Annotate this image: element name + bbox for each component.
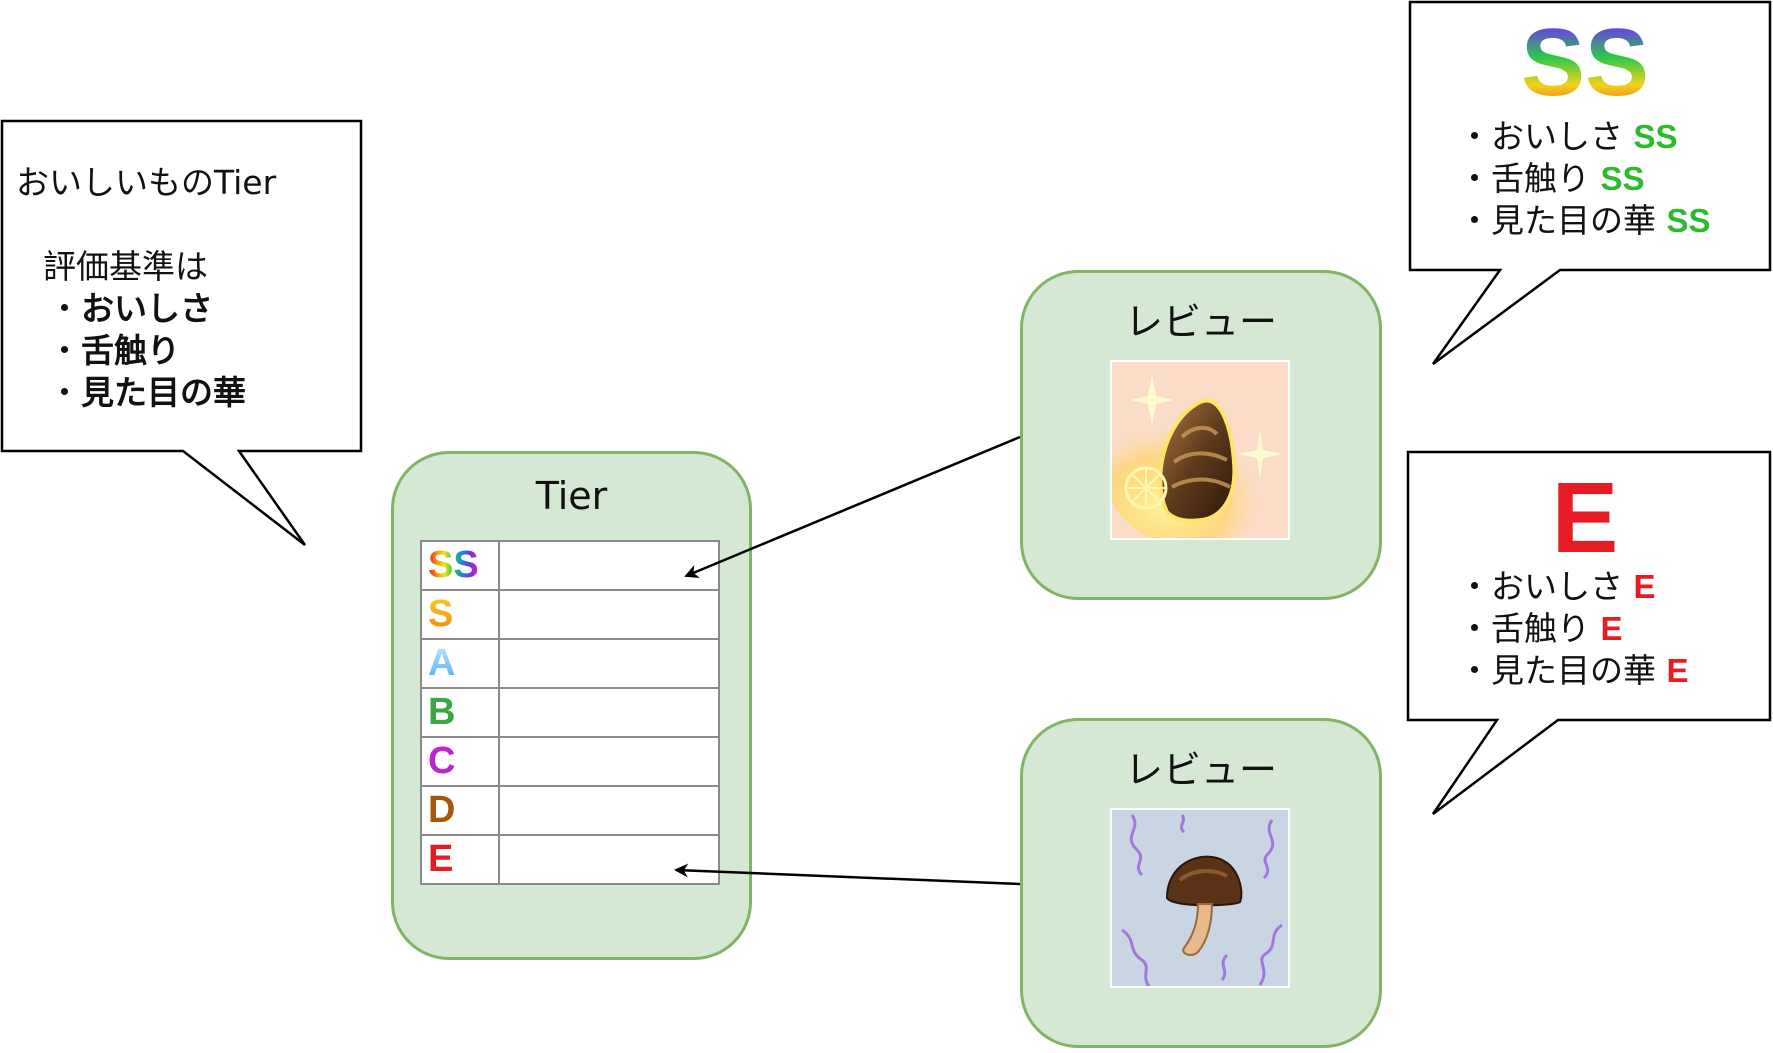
tier-slot-b[interactable] xyxy=(498,687,720,738)
tier-slot-ss[interactable] xyxy=(498,540,720,591)
tier-table: SS S A B C D E xyxy=(420,540,720,885)
criteria-item: ・見た目の華 xyxy=(48,373,246,412)
criteria-intro: 評価基準は xyxy=(43,247,208,286)
e-grade-heading: E xyxy=(1551,462,1619,574)
tier-label-e: E xyxy=(420,834,500,885)
tier-label-c: C xyxy=(420,736,500,787)
ss-criteria-item: ・見た目の華 SS xyxy=(1458,201,1711,240)
e-bubble-criteria: ・おいしさ E ・舌触り E ・見た目の華 E xyxy=(1458,566,1689,692)
criteria-item: ・舌触り xyxy=(48,331,180,370)
tier-label-ss: SS xyxy=(420,540,500,591)
tier-row-ss: SS xyxy=(420,540,720,591)
e-criteria-item: ・おいしさ E xyxy=(1458,567,1656,606)
tier-slot-c[interactable] xyxy=(498,736,720,787)
tier-label-a: A xyxy=(420,638,500,689)
tier-label-b: B xyxy=(420,687,500,738)
ss-criteria-item: ・おいしさ SS xyxy=(1458,117,1678,156)
tier-label-s: S xyxy=(420,589,500,640)
tier-title: Tier xyxy=(535,474,608,518)
review-title: レビュー xyxy=(1124,748,1277,792)
tier-row-b: B xyxy=(420,687,720,738)
e-criteria-item: ・見た目の華 E xyxy=(1458,651,1689,690)
tier-slot-s[interactable] xyxy=(498,589,720,640)
tier-slot-d[interactable] xyxy=(498,785,720,836)
tier-slot-e[interactable] xyxy=(498,834,720,885)
criteria-title: おいしいものTier xyxy=(16,163,277,202)
dark-mushroom-icon[interactable] xyxy=(1110,808,1290,988)
e-criteria-item: ・舌触り E xyxy=(1458,609,1623,648)
criteria-item: ・おいしさ xyxy=(48,289,213,328)
tier-row-e: E xyxy=(420,834,720,885)
tier-row-d: D xyxy=(420,785,720,836)
tier-slot-a[interactable] xyxy=(498,638,720,689)
ss-bubble-criteria: ・おいしさ SS ・舌触り SS ・見た目の華 SS xyxy=(1458,116,1711,242)
tier-row-s: S xyxy=(420,589,720,640)
sparkling-mushroom-cap-icon[interactable] xyxy=(1110,360,1290,540)
tier-label-d: D xyxy=(420,785,500,836)
criteria-bubble: おいしいものTier 評価基準は ・おいしさ ・舌触り ・見た目の華 xyxy=(16,162,276,414)
tier-row-c: C xyxy=(420,736,720,787)
ss-grade-heading: SS xyxy=(1470,8,1700,118)
ss-criteria-item: ・舌触り SS xyxy=(1458,159,1645,198)
tier-row-a: A xyxy=(420,638,720,689)
review-title: レビュー xyxy=(1124,300,1277,344)
